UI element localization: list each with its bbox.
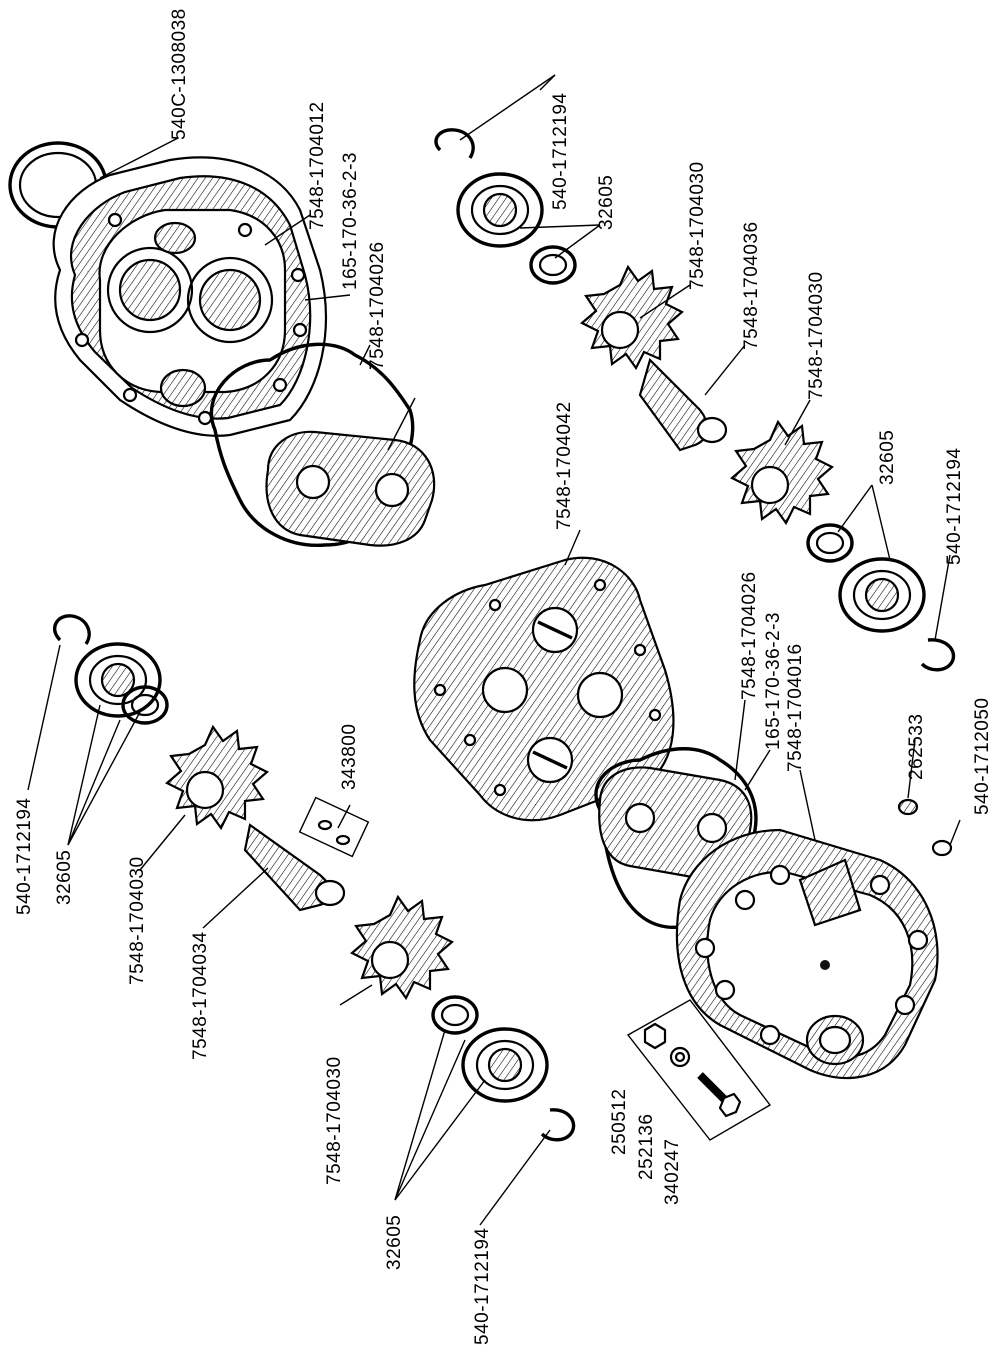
left-shaft-assembly [53,614,576,1142]
pin-a-icon [897,798,919,816]
label-washer: 252136 [636,1114,657,1180]
left-bearing-b-icon [461,1027,549,1103]
top-plate-icon [265,430,436,547]
right-pump-housing-icon [675,828,939,1080]
label-top-ring-b: 540-1712194 [944,448,965,566]
label-pin-a: 262533 [906,714,927,780]
label-left-ring-b: 540-1712194 [472,1228,493,1346]
label-mid-cover: 7548-1704042 [554,401,575,530]
label-left-gear-a: 7548-1704030 [127,856,148,985]
label-top-bearing-b: 32605 [877,430,898,485]
top-bearing-b-icon [838,557,926,633]
label-bolt: 340247 [662,1139,683,1205]
label-top-housing: 540C-1308038 [169,8,190,140]
label-top-ring-a: 540-1712194 [550,93,571,211]
mid-cover-icon [413,556,675,822]
label-left-shaft: 7548-1704034 [190,931,211,1060]
fastener-group-icon [626,999,772,1141]
label-top-plate: 7548-1704026 [367,241,388,370]
right-gasket-icon [594,747,758,930]
label-left-bearing-a: 32605 [54,850,75,905]
label-left-bearing-b: 32605 [384,1215,405,1270]
label-left-gear-b: 7548-1704030 [324,1056,345,1185]
leader-lines [27,74,961,1226]
top-gear-b-icon [730,419,834,526]
left-shaft-icon [243,823,346,912]
label-top-gear-a: 7548-1704030 [687,161,708,290]
label-left-key: 343800 [339,724,360,790]
top-gear-a-icon [580,264,684,371]
left-gear-a-icon [165,724,269,831]
label-nut: 250512 [609,1089,630,1155]
label-right-body: 7548-1704016 [785,643,806,772]
label-top-bearing-a: 32605 [596,175,617,230]
pin-b-icon [931,839,953,857]
label-top-gasket: 165-170-36-2-3 [340,152,361,290]
left-bearing-a-icon [74,642,162,718]
label-right-plate: 7548-1704026 [739,571,760,700]
left-gear-b-icon [350,894,454,1001]
top-shaft-icon [638,357,728,452]
top-shaft-assembly [434,128,956,672]
label-top-body: 7548-1704012 [307,101,328,230]
label-pin-b: 540-1712050 [972,698,993,816]
label-left-ring-a: 540-1712194 [14,798,35,916]
label-right-gasket: 165-170-36-2-3 [763,612,784,750]
top-pump-housing-icon [8,141,327,437]
left-key-icon [298,796,370,858]
label-top-gear-b: 7548-1704030 [806,271,827,400]
label-top-shaft: 7548-1704036 [741,221,762,350]
top-bearing-a-icon [456,172,544,248]
